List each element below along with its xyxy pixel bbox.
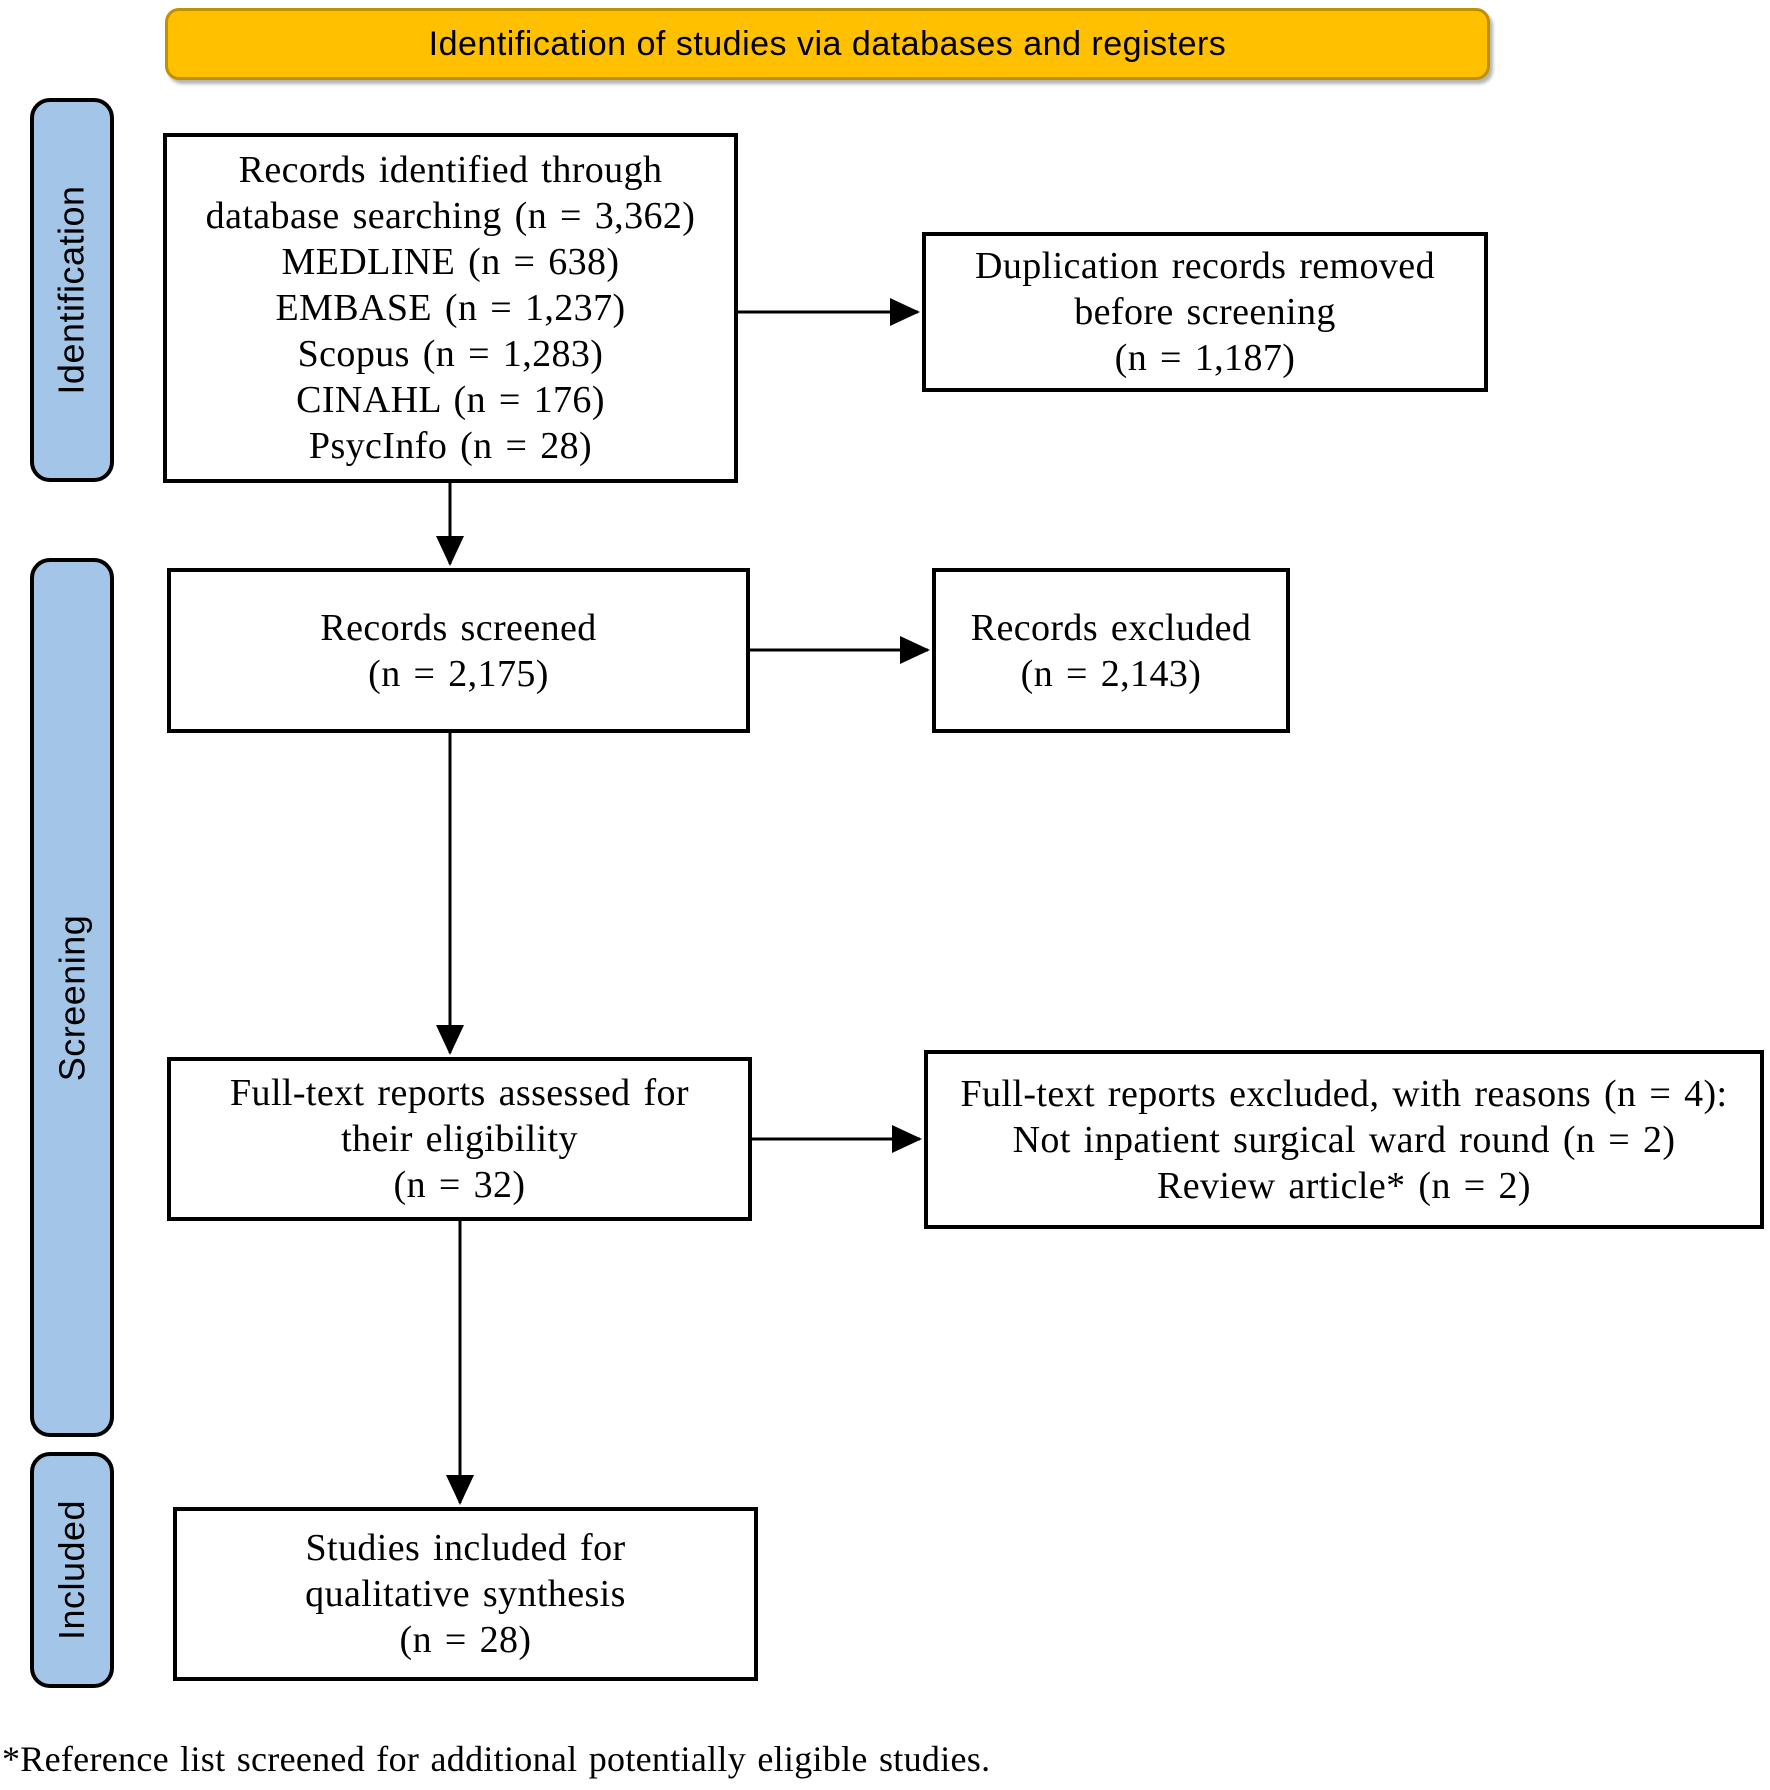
stage-label-identification: Identification — [51, 185, 93, 395]
box-studies-included: Studies included for qualitative synthes… — [173, 1507, 758, 1681]
box-line: (n = 1,187) — [1114, 337, 1296, 379]
box-line: before screening — [1074, 291, 1336, 333]
box-records-identified: Records identified through database sear… — [163, 133, 738, 483]
box-line: (n = 2,143) — [1020, 652, 1202, 695]
box-records-excluded: Records excluded (n = 2,143) — [932, 568, 1290, 733]
box-line: Duplication records removed — [975, 245, 1435, 287]
box-line: CINAHL (n = 176) — [296, 379, 605, 421]
box-line: Review article* (n = 2) — [1157, 1164, 1531, 1207]
box-line: Not inpatient surgical ward round (n = 2… — [1012, 1118, 1676, 1161]
box-line: Scopus (n = 1,283) — [297, 333, 604, 375]
stage-bar-identification: Identification — [30, 98, 114, 482]
box-line: Records excluded — [970, 606, 1252, 649]
stage-label-included: Included — [51, 1499, 93, 1641]
box-line: Records identified through — [238, 149, 663, 191]
box-line: (n = 2,175) — [368, 652, 549, 695]
box-line: MEDLINE (n = 638) — [281, 241, 620, 283]
banner-label: Identification of studies via databases … — [428, 24, 1227, 63]
stage-label-screening: Screening — [51, 914, 93, 1081]
banner-identification-of-studies: Identification of studies via databases … — [165, 8, 1490, 80]
stage-bar-included: Included — [30, 1452, 114, 1688]
box-line: qualitative synthesis — [305, 1573, 626, 1615]
box-line: Full-text reports assessed for — [230, 1072, 689, 1114]
box-line: their eligibility — [341, 1118, 578, 1160]
footnote: *Reference list screened for additional … — [2, 1739, 991, 1779]
box-line: Full-text reports excluded, with reasons… — [960, 1072, 1728, 1115]
box-line: EMBASE (n = 1,237) — [275, 287, 626, 329]
box-line: (n = 28) — [399, 1619, 532, 1661]
stage-bar-screening: Screening — [30, 558, 114, 1437]
box-duplicates-removed: Duplication records removed before scree… — [922, 232, 1488, 392]
box-line: database searching (n = 3,362) — [205, 195, 696, 237]
box-line: Records screened — [320, 606, 597, 649]
box-line: PsycInfo (n = 28) — [308, 425, 593, 467]
box-fulltext-excluded: Full-text reports excluded, with reasons… — [924, 1050, 1764, 1229]
box-line: (n = 32) — [393, 1164, 526, 1206]
box-line: Studies included for — [305, 1527, 626, 1569]
box-fulltext-assessed: Full-text reports assessed for their eli… — [167, 1057, 752, 1221]
box-records-screened: Records screened (n = 2,175) — [167, 568, 750, 733]
